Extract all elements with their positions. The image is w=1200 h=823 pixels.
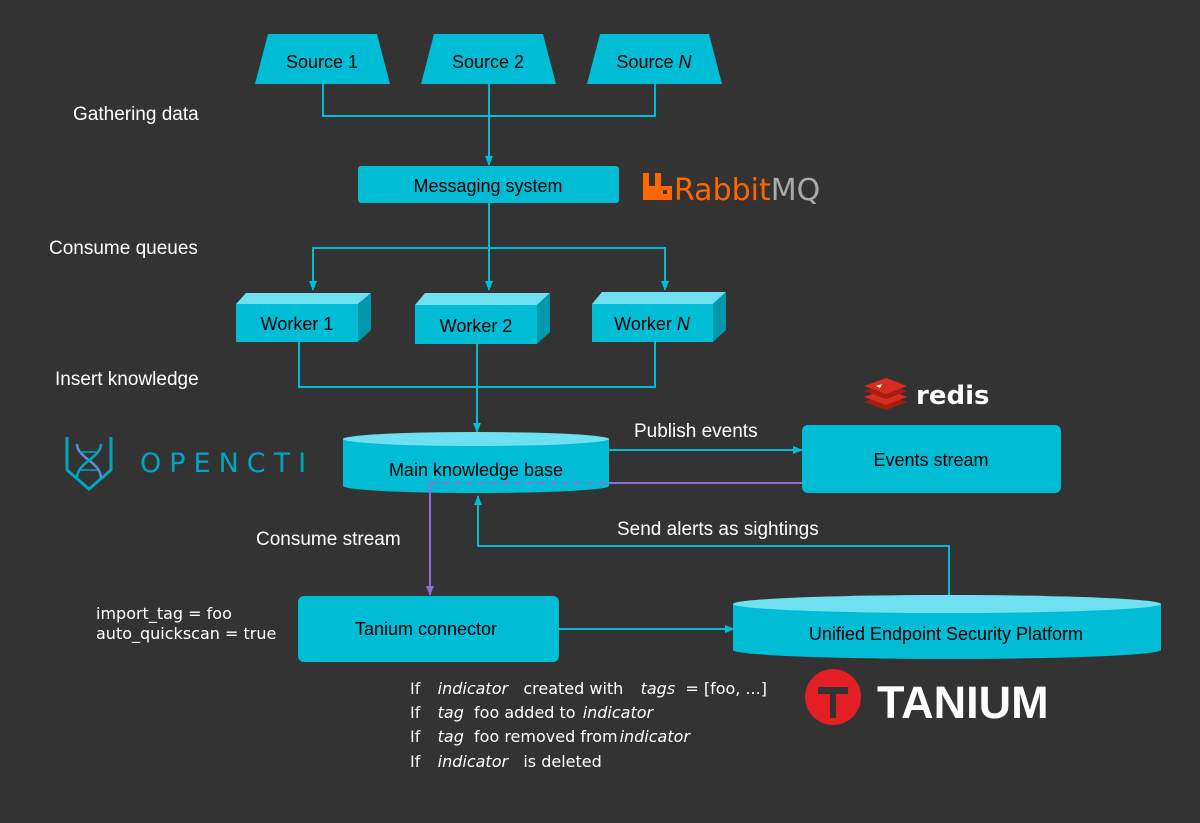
rabbitmq-logo: RabbitMQ [643, 173, 820, 208]
messaging-system-box [358, 166, 619, 203]
redis-logo: redis [864, 378, 989, 411]
svg-text:TANIUM: TANIUM [877, 677, 1049, 728]
messaging-system-label: Messaging system [413, 176, 562, 196]
worker-2-label: Worker 2 [440, 316, 513, 336]
workers-to-kb-connector [298, 342, 656, 433]
publish-events-label: Publish events [634, 421, 758, 442]
messaging-to-workers-connector [309, 203, 669, 291]
send-alerts-arrow [474, 495, 950, 597]
knowledge-base-cylinder [343, 432, 609, 494]
condition-tag-added: If tag foo added to indicator [410, 703, 654, 722]
opencti-shield-icon [65, 437, 113, 491]
opencti-logo: OPENCTI [65, 437, 314, 491]
tanium-connector-box [298, 596, 559, 662]
rabbitmq-icon [643, 173, 672, 200]
sources-to-messaging-connector [322, 84, 656, 166]
svg-text:redis: redis [916, 381, 989, 411]
source-n-shape [587, 34, 722, 84]
condition-indicator-deleted: If indicator is deleted [410, 752, 602, 771]
worker-2-box [415, 293, 550, 344]
stage-insert-knowledge: Insert knowledge [55, 369, 199, 390]
stage-consume-stream: Consume stream [256, 529, 401, 550]
worker-1-box [236, 293, 371, 342]
stage-consume-queues: Consume queues [49, 238, 198, 259]
tanium-connector-label: Tanium connector [355, 619, 497, 639]
events-stream-label: Events stream [873, 450, 988, 470]
platform-cylinder [733, 595, 1161, 659]
svg-text:OPENCTI: OPENCTI [140, 448, 314, 479]
config-auto-quickscan: auto_quickscan = true [96, 624, 277, 643]
redis-icon [864, 378, 907, 410]
source-1-shape [255, 34, 390, 84]
platform-label: Unified Endpoint Security Platform [809, 624, 1083, 644]
tanium-logo: TANIUM [805, 669, 1049, 728]
svg-text:RabbitMQ: RabbitMQ [674, 173, 820, 208]
send-alerts-label: Send alerts as sightings [617, 519, 819, 540]
worker-n-label: Worker N [614, 314, 691, 334]
source-2-shape [421, 34, 556, 84]
config-import-tag: import_tag = foo [96, 604, 232, 623]
source-1-label: Source 1 [286, 52, 358, 72]
worker-1-label: Worker 1 [261, 314, 334, 334]
source-n-label: Source N [616, 52, 692, 72]
stage-gathering-data: Gathering data [73, 104, 199, 125]
condition-indicator-created: If indicator created with tags = [foo, .… [410, 679, 767, 698]
events-stream-box [802, 425, 1061, 493]
worker-n-box [592, 292, 726, 342]
source-2-label: Source 2 [452, 52, 524, 72]
stream-consume-connector [426, 482, 802, 596]
knowledge-base-label: Main knowledge base [389, 460, 563, 480]
